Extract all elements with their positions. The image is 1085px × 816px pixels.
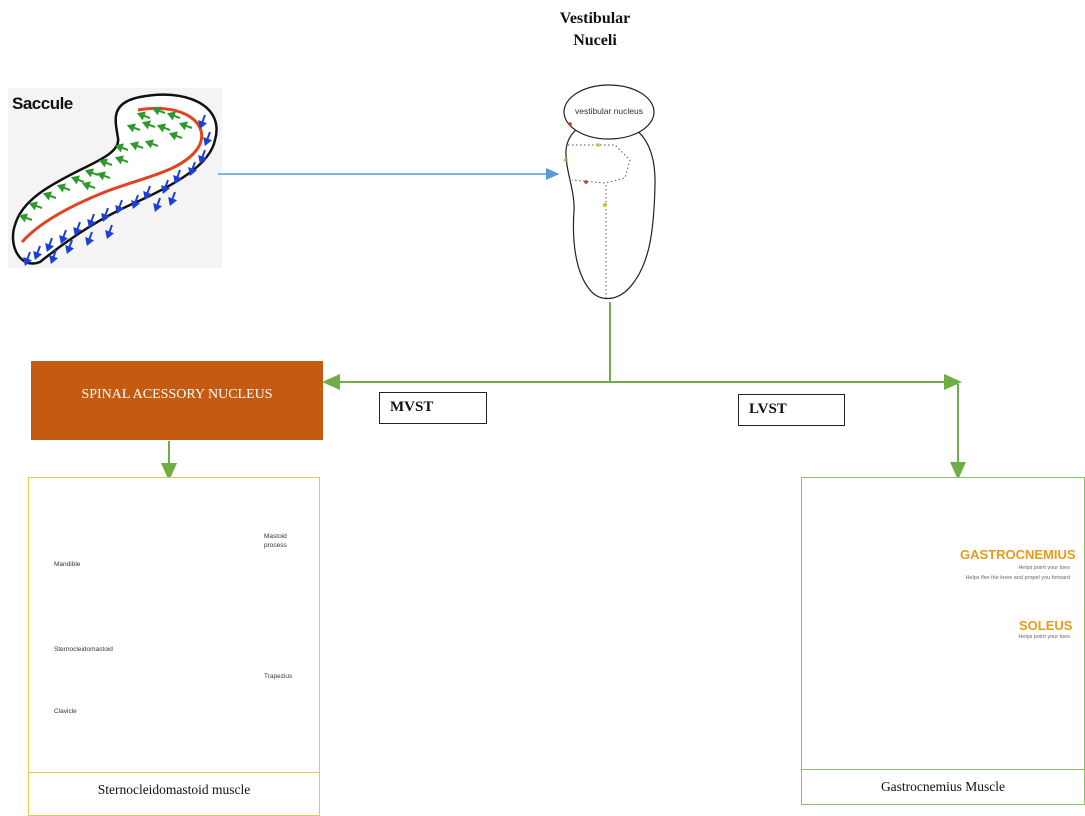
title-line-2: Nuceli bbox=[520, 30, 670, 52]
gastrocnemius-note-1: Helps point your toes bbox=[930, 565, 1070, 571]
lvst-box: LVST bbox=[738, 394, 845, 426]
sternocleidomastoid-label: Sternocleidomastoid bbox=[54, 646, 113, 653]
mastoid-label-line1: Mastoid bbox=[264, 533, 287, 540]
title-line-1: Vestibular bbox=[520, 8, 670, 30]
spinal-accessory-nucleus-label: SPINAL ACESSORY NUCLEUS bbox=[81, 387, 272, 403]
gastrocnemius-note-2: Helps flex the knee and propel you forwa… bbox=[930, 575, 1070, 581]
lvst-label: LVST bbox=[749, 401, 787, 417]
trapezius-label: Trapezius bbox=[264, 673, 292, 680]
mvst-label: MVST bbox=[390, 399, 433, 415]
leg-caption: Gastrocnemius Muscle bbox=[801, 779, 1085, 795]
mvst-box: MVST bbox=[379, 392, 487, 424]
vestibular-nucleus-label: vestibular nucleus bbox=[562, 106, 656, 116]
gastrocnemius-heading: GASTROCNEMIUS bbox=[960, 547, 1076, 562]
diagram-title: Vestibular Nuceli bbox=[520, 8, 670, 52]
brainstem-illustration bbox=[564, 85, 655, 299]
soleus-note: Helps point your toes bbox=[930, 634, 1070, 640]
neck-caption: Sternocleidomastoid muscle bbox=[28, 782, 320, 798]
saccule-illustration bbox=[8, 88, 222, 268]
saccule-label: Saccule bbox=[12, 94, 73, 114]
neck-panel bbox=[28, 477, 320, 773]
soleus-heading: SOLEUS bbox=[1019, 618, 1072, 633]
brainstem-outline bbox=[566, 120, 655, 299]
mastoid-label-line2: process bbox=[264, 542, 287, 549]
mandible-label: Mandible bbox=[54, 561, 80, 568]
spinal-accessory-nucleus-box: SPINAL ACESSORY NUCLEUS bbox=[31, 361, 323, 440]
clavicle-label: Clavicle bbox=[54, 708, 77, 715]
